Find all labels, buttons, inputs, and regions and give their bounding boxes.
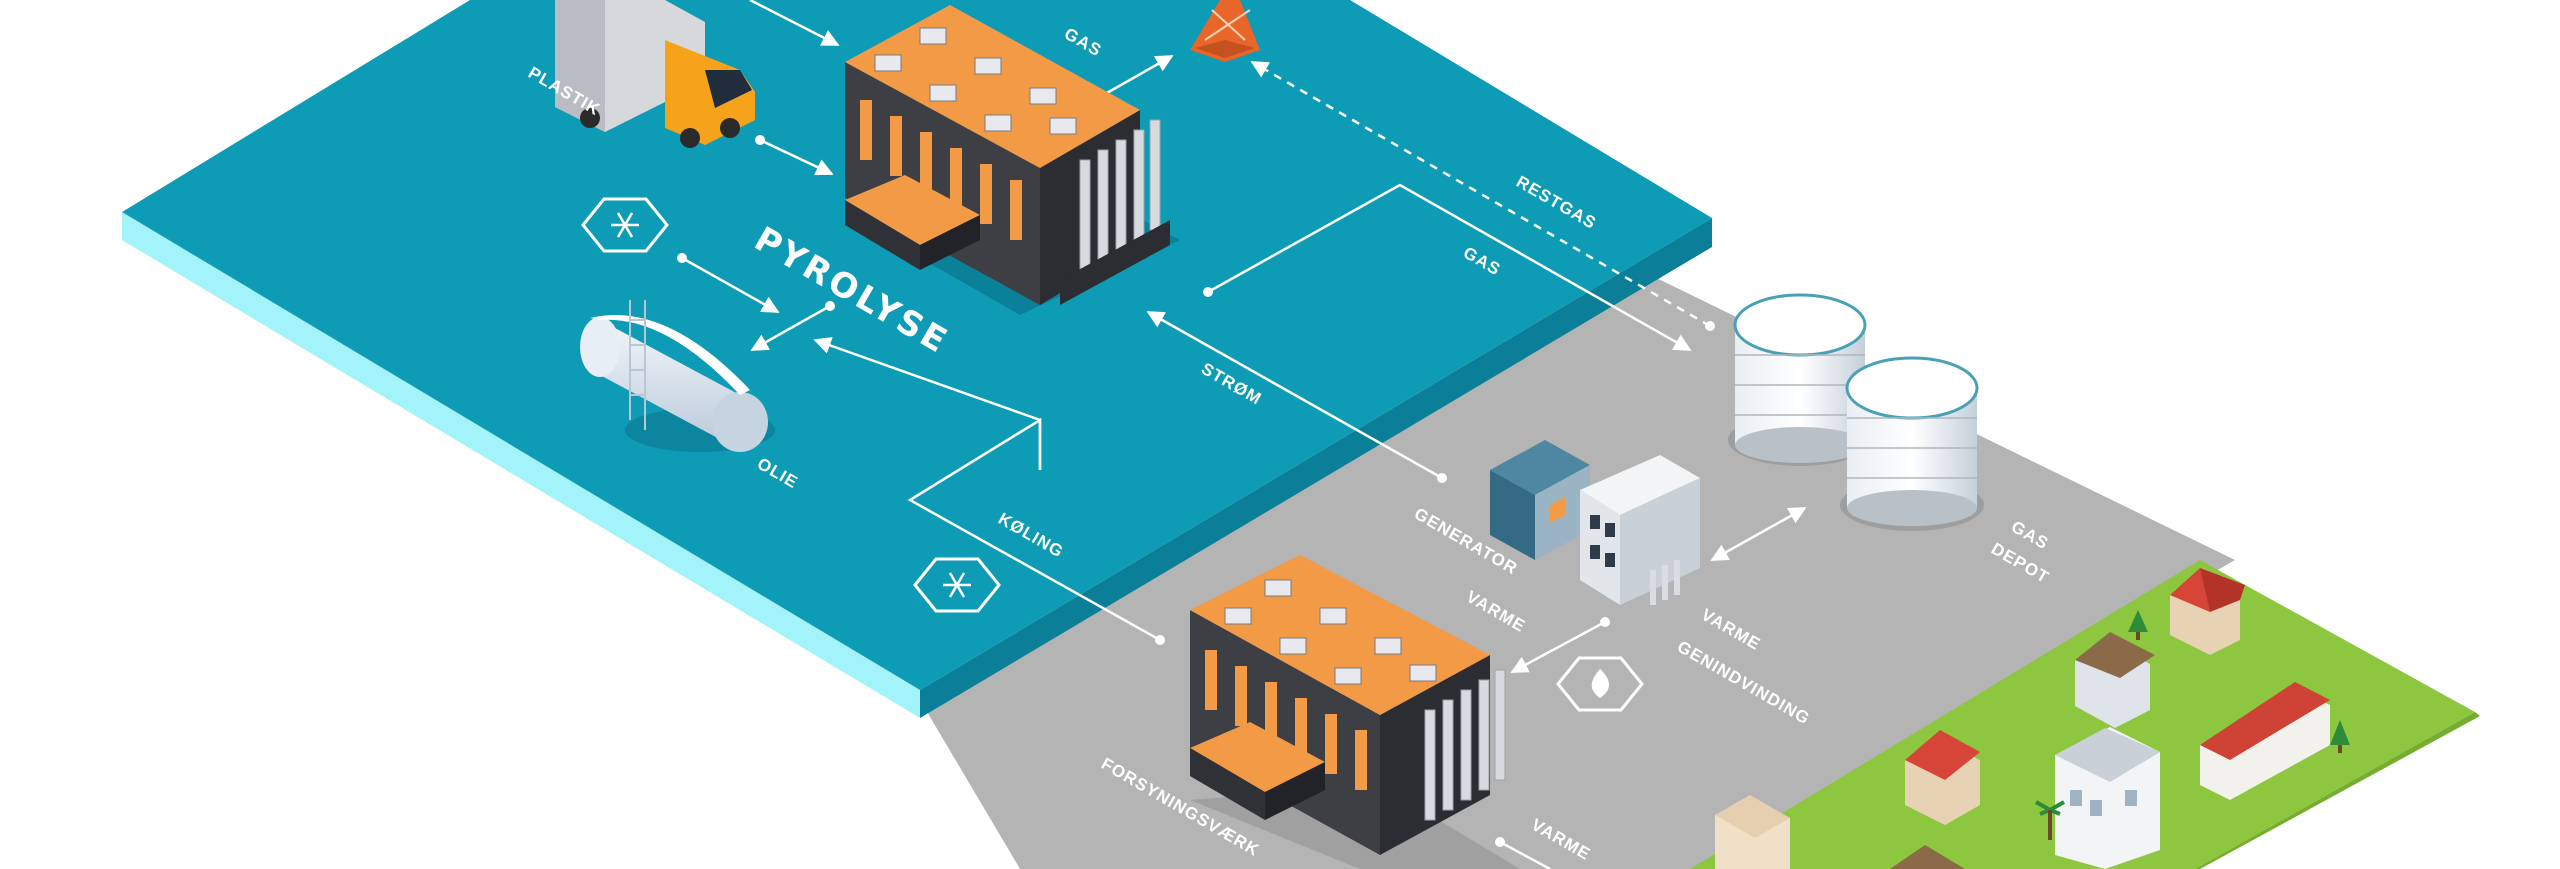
house-icon <box>1905 730 1980 825</box>
platform-left-side <box>122 212 920 718</box>
platform-right-side <box>920 218 1712 718</box>
platform-top <box>122 0 1712 690</box>
tree-icon <box>2330 720 2350 753</box>
tower-icon <box>1190 0 1260 62</box>
supply-plant-icon <box>1190 555 1520 869</box>
snowflake-icon <box>913 557 1001 613</box>
oil-tank-icon <box>580 300 775 452</box>
truck-icon <box>555 0 755 148</box>
house-icon <box>2170 568 2245 655</box>
house-icon <box>2075 632 2155 728</box>
flame-icon <box>1556 656 1644 712</box>
gas-tank-icon <box>1728 293 1872 466</box>
grass-area-edge <box>2195 712 2480 869</box>
pyrolysis-factory-icon <box>845 5 1180 315</box>
snowflake-icon <box>581 197 669 253</box>
house-icon <box>1715 795 1790 869</box>
generator-icon <box>1490 440 1700 605</box>
house-icon <box>2200 682 2330 800</box>
house-icon <box>2055 727 2160 869</box>
tree-icon <box>2128 610 2148 640</box>
gas-tank-icon <box>1840 356 1984 531</box>
grass-area <box>1690 560 2475 869</box>
house-icon <box>1890 845 1965 869</box>
tree-icon <box>2035 800 2065 840</box>
